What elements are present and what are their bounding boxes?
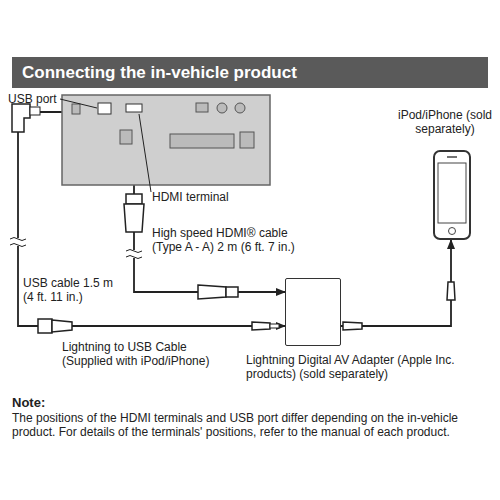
hdmi-plug — [198, 285, 226, 299]
head-unit-panel: USB portHDMI terminal — [62, 95, 270, 185]
panel-connector — [170, 134, 234, 148]
usb-connector — [52, 320, 72, 332]
panel-connector — [196, 103, 208, 112]
usb-l-plug — [12, 104, 30, 132]
rear-panel — [62, 95, 270, 185]
lightning-plug — [447, 282, 455, 300]
title-bar: Connecting the in-vehicle product — [12, 57, 488, 88]
phone-button — [449, 228, 456, 235]
lightning-plug — [252, 322, 270, 330]
usb-plug-tip — [30, 107, 40, 115]
phone-screen — [438, 163, 466, 223]
hdmi-plug — [124, 204, 144, 232]
cable-connector — [341, 240, 451, 326]
adapter-label: Lightning Digital AV Adapter (Apple Inc.… — [246, 353, 478, 381]
iphone: iPod/iPhone (sold separately) — [433, 150, 471, 240]
hdmi-terminal — [126, 104, 142, 112]
phone-speaker — [447, 156, 457, 158]
break-mark — [126, 250, 142, 259]
hdmi-plug-tip — [226, 287, 238, 297]
lightning-plug — [343, 322, 362, 330]
usb-socket — [38, 319, 52, 333]
panel-connector — [240, 132, 254, 148]
note-text: The positions of the HDMI terminals and … — [12, 411, 490, 439]
leader-line — [60, 99, 97, 108]
panel-connector — [72, 104, 80, 114]
panel-connector — [120, 130, 132, 144]
panel-jack — [235, 103, 245, 113]
cable-label: Lightning to USB Cable (Supplied with iP… — [62, 340, 240, 368]
av-adapter: Lightning Digital AV Adapter (Apple Inc.… — [285, 278, 341, 346]
hdmi-plug-tip — [126, 194, 142, 204]
lightning-tip — [270, 324, 279, 328]
note-heading: Note: — [12, 395, 92, 411]
cable-label: High speed HDMI® cable (Type A - A) 2 m … — [152, 226, 302, 254]
cable-label: USB cable 1.5 m (4 ft. 11 in.) — [23, 276, 126, 304]
usb-port — [98, 103, 111, 114]
leader-line — [139, 114, 151, 192]
panel-jack — [217, 103, 227, 113]
port-label: USB port — [8, 92, 60, 106]
terminal-label: HDMI terminal — [152, 190, 262, 204]
break-mark — [10, 238, 26, 247]
device-label: iPod/iPhone (sold separately) — [394, 108, 496, 136]
